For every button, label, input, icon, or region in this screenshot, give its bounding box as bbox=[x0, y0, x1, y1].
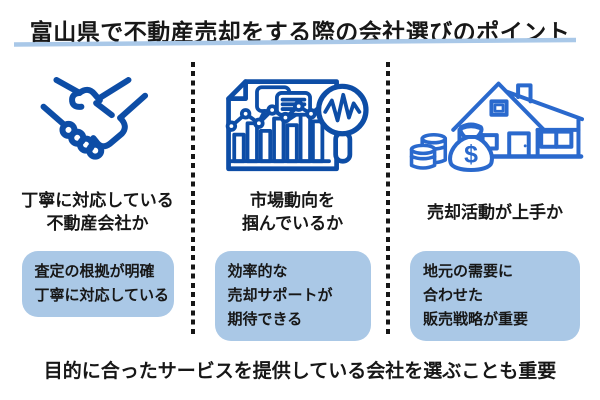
svg-text:$: $ bbox=[464, 140, 478, 168]
handshake-icon bbox=[38, 72, 158, 184]
column-heading: 市場動向を 掴んでいるか bbox=[242, 187, 343, 237]
heading-line: 売却活動が上手か bbox=[427, 202, 563, 222]
house-money-icon: $ bbox=[406, 72, 584, 184]
heading-line: 市場動向を bbox=[250, 191, 335, 210]
box-line: 査定の根拠が明確 bbox=[34, 263, 155, 280]
footer-note: 目的に合ったサービスを提供している会社を選ぶことも重要 bbox=[43, 361, 557, 382]
advice-box: 査定の根拠が明確 丁寧に対応している bbox=[21, 251, 174, 317]
heading-line: 不動産会社か bbox=[46, 214, 149, 233]
box-line: 期待できる bbox=[227, 311, 303, 328]
column-market-trend: 市場動向を 掴んでいるか 効率的な 売却サポートが 期待できる bbox=[195, 60, 390, 342]
columns-area: 丁寧に対応している 不動産会社か 査定の根拠が明確 丁寧に対応している bbox=[0, 60, 600, 342]
title-underline bbox=[13, 37, 577, 47]
column-polite-company: 丁寧に対応している 不動産会社か 査定の根拠が明確 丁寧に対応している bbox=[0, 60, 195, 342]
heading-line: 丁寧に対応している bbox=[21, 191, 174, 210]
dotted-divider bbox=[191, 62, 195, 336]
advice-box: 効率的な 売却サポートが 期待できる bbox=[214, 251, 371, 341]
box-line: 販売戦略が重要 bbox=[423, 311, 529, 328]
column-heading: 売却活動が上手か bbox=[427, 187, 563, 237]
box-line: 合わせた bbox=[423, 287, 484, 304]
dotted-divider bbox=[386, 62, 390, 336]
market-chart-magnifier-icon bbox=[217, 72, 369, 184]
column-sales-activity: $ 売却活動が上手か bbox=[390, 60, 600, 342]
box-line: 効率的な bbox=[227, 263, 288, 280]
advice-box: 地元の需要に 合わせた 販売戦略が重要 bbox=[410, 251, 580, 341]
box-line: 売却サポートが bbox=[227, 287, 333, 304]
heading-line: 掴んでいるか bbox=[241, 214, 344, 233]
box-line: 丁寧に対応している bbox=[34, 287, 170, 304]
column-heading: 丁寧に対応している 不動産会社か bbox=[21, 187, 174, 237]
box-line: 地元の需要に bbox=[423, 263, 514, 280]
